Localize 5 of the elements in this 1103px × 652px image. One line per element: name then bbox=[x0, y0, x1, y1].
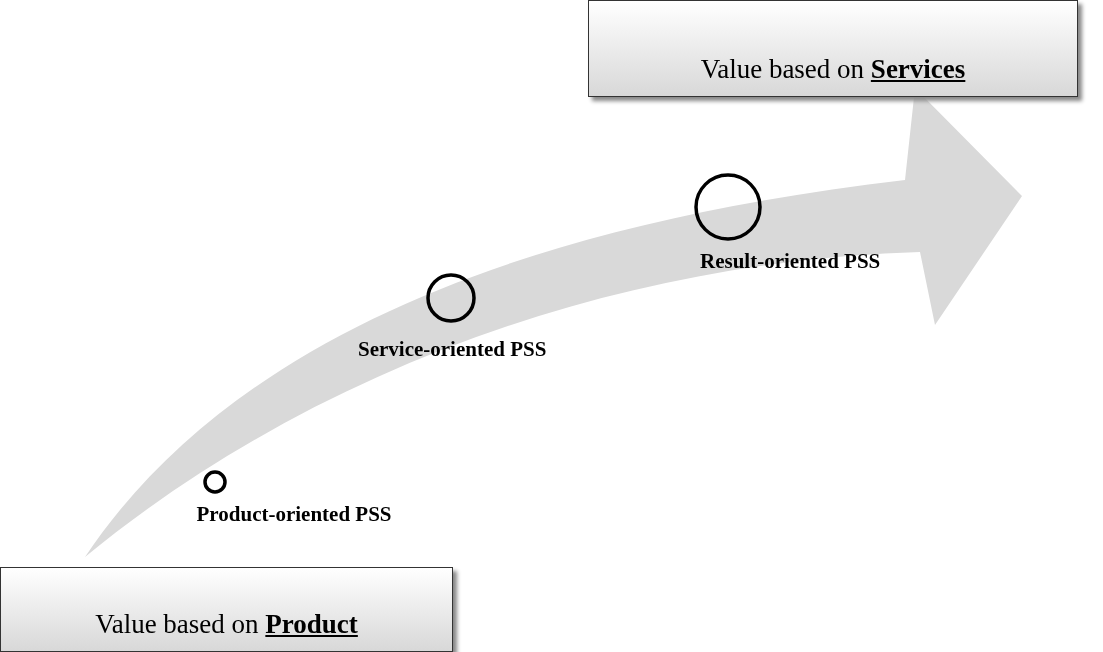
stage-label: Product-oriented PSS bbox=[196, 502, 392, 527]
text-box: Value based on Product bbox=[0, 567, 453, 652]
text-box: Value based on Services bbox=[588, 0, 1078, 97]
stage-label: Result-oriented PSS bbox=[700, 249, 881, 274]
stage-label: Service-oriented PSS bbox=[358, 337, 547, 362]
